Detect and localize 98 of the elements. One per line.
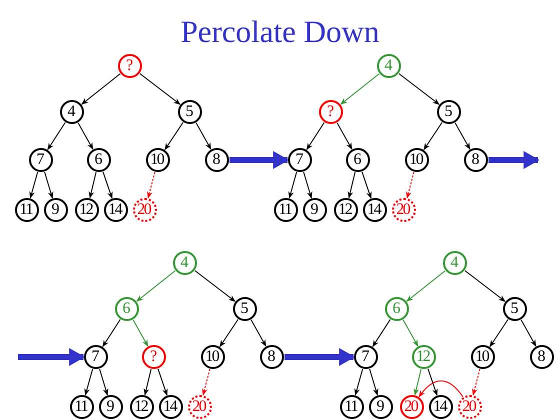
arrow <box>29 172 38 199</box>
heap-node-circle: 14 <box>104 198 128 222</box>
arrow <box>464 270 506 302</box>
arrow <box>164 122 184 150</box>
arrow <box>454 122 470 150</box>
arrow <box>369 368 378 396</box>
arrow <box>78 122 94 150</box>
heap-node-circle: 10 <box>470 344 494 368</box>
heap-node-circle: 6 <box>384 296 408 320</box>
arrow <box>44 171 54 199</box>
heap-node-circle: 11 <box>340 394 364 418</box>
heap-node-circle: 6 <box>346 148 370 172</box>
arrow <box>423 122 443 150</box>
heap-node-circle: 20 <box>188 394 212 418</box>
heap-node-circle: 8 <box>464 148 488 172</box>
arrow <box>489 318 509 348</box>
arrow <box>132 319 148 347</box>
heap-node-circle: 8 <box>530 344 554 368</box>
heap-node-circle: 9 <box>98 394 122 418</box>
arrow <box>398 73 440 105</box>
arrow <box>47 122 66 150</box>
arrow <box>202 368 210 396</box>
arrow <box>406 270 446 302</box>
arrow <box>81 73 121 105</box>
heap-node-circle: 12 <box>74 198 98 222</box>
heap-node-circle: 20 <box>458 394 482 418</box>
arrow <box>99 368 108 396</box>
heap-node-circle: 8 <box>260 344 284 368</box>
heap-node-circle: 8 <box>204 148 228 172</box>
arrow <box>418 380 464 398</box>
heap-node-circle: ? <box>142 344 166 368</box>
arrow <box>348 172 356 199</box>
arrow <box>102 319 121 348</box>
heap-node-circle: 10 <box>404 148 428 172</box>
arrow <box>336 122 352 150</box>
heap-node-circle: 6 <box>86 148 110 172</box>
arrow <box>406 172 414 199</box>
arrow <box>88 172 97 199</box>
heap-node-circle: 7 <box>288 148 312 172</box>
arrow <box>136 270 176 302</box>
arrow <box>428 368 438 396</box>
block-arrow <box>488 152 540 168</box>
heap-node-circle: 5 <box>436 100 460 124</box>
block-arrow <box>284 349 356 365</box>
heap-node-circle: ? <box>118 54 142 78</box>
arrow <box>84 368 94 396</box>
heap-node-circle: 4 <box>60 100 84 124</box>
heap-node-circle: 5 <box>502 296 526 320</box>
heap-node-circle: 12 <box>412 344 436 368</box>
heap-node-circle: 9 <box>368 394 392 418</box>
arrow <box>354 368 364 396</box>
heap-node-circle: 4 <box>376 54 400 78</box>
heap-node-circle: ? <box>318 100 342 124</box>
heap-node-circle: 14 <box>362 198 386 222</box>
arrow <box>219 318 239 348</box>
heap-node-circle: 14 <box>158 394 182 418</box>
heap-node-circle: 12 <box>334 198 358 222</box>
heap-node-circle: 10 <box>200 344 224 368</box>
arrow <box>402 319 418 347</box>
arrow <box>372 319 391 348</box>
block-arrow <box>230 152 290 168</box>
arrow <box>194 270 236 302</box>
heap-node-circle: 7 <box>28 148 52 172</box>
arrow <box>139 73 181 105</box>
heap-node-circle: 11 <box>14 198 38 222</box>
heap-node-circle: 11 <box>274 198 298 222</box>
heap-node-circle: 4 <box>172 250 196 274</box>
heap-node-circle: 11 <box>70 394 94 418</box>
arrow <box>472 368 480 396</box>
heap-node-circle: 6 <box>114 296 138 320</box>
heap-node-circle: 14 <box>428 394 452 418</box>
arrow <box>303 171 312 199</box>
arrow <box>288 172 298 199</box>
heap-node-circle: 20 <box>132 198 156 222</box>
arrow <box>362 171 372 199</box>
heap-node-circle: 10 <box>146 148 170 172</box>
block-arrow <box>18 349 86 365</box>
arrow <box>306 122 325 150</box>
heap-node-circle: 7 <box>354 344 378 368</box>
arrow <box>340 73 380 105</box>
arrow <box>158 368 168 396</box>
arrow <box>520 319 536 347</box>
heap-node-circle: 20 <box>392 198 416 222</box>
heap-node-circle: 9 <box>302 198 326 222</box>
heap-node-circle: 5 <box>178 100 202 124</box>
slide-title: Percolate Down <box>180 14 380 50</box>
arrow <box>102 171 113 199</box>
arrow <box>196 122 212 150</box>
arrow <box>414 368 422 396</box>
heap-node-circle: 20 <box>400 394 424 418</box>
heap-node-circle: 9 <box>44 198 68 222</box>
heap-node-circle: 12 <box>130 394 154 418</box>
heap-node-circle: 4 <box>442 250 466 274</box>
heap-node-circle: 7 <box>84 344 108 368</box>
arrow <box>250 319 266 347</box>
arrow <box>144 368 152 396</box>
heap-node-circle: 5 <box>232 296 256 320</box>
arrow <box>147 172 156 199</box>
